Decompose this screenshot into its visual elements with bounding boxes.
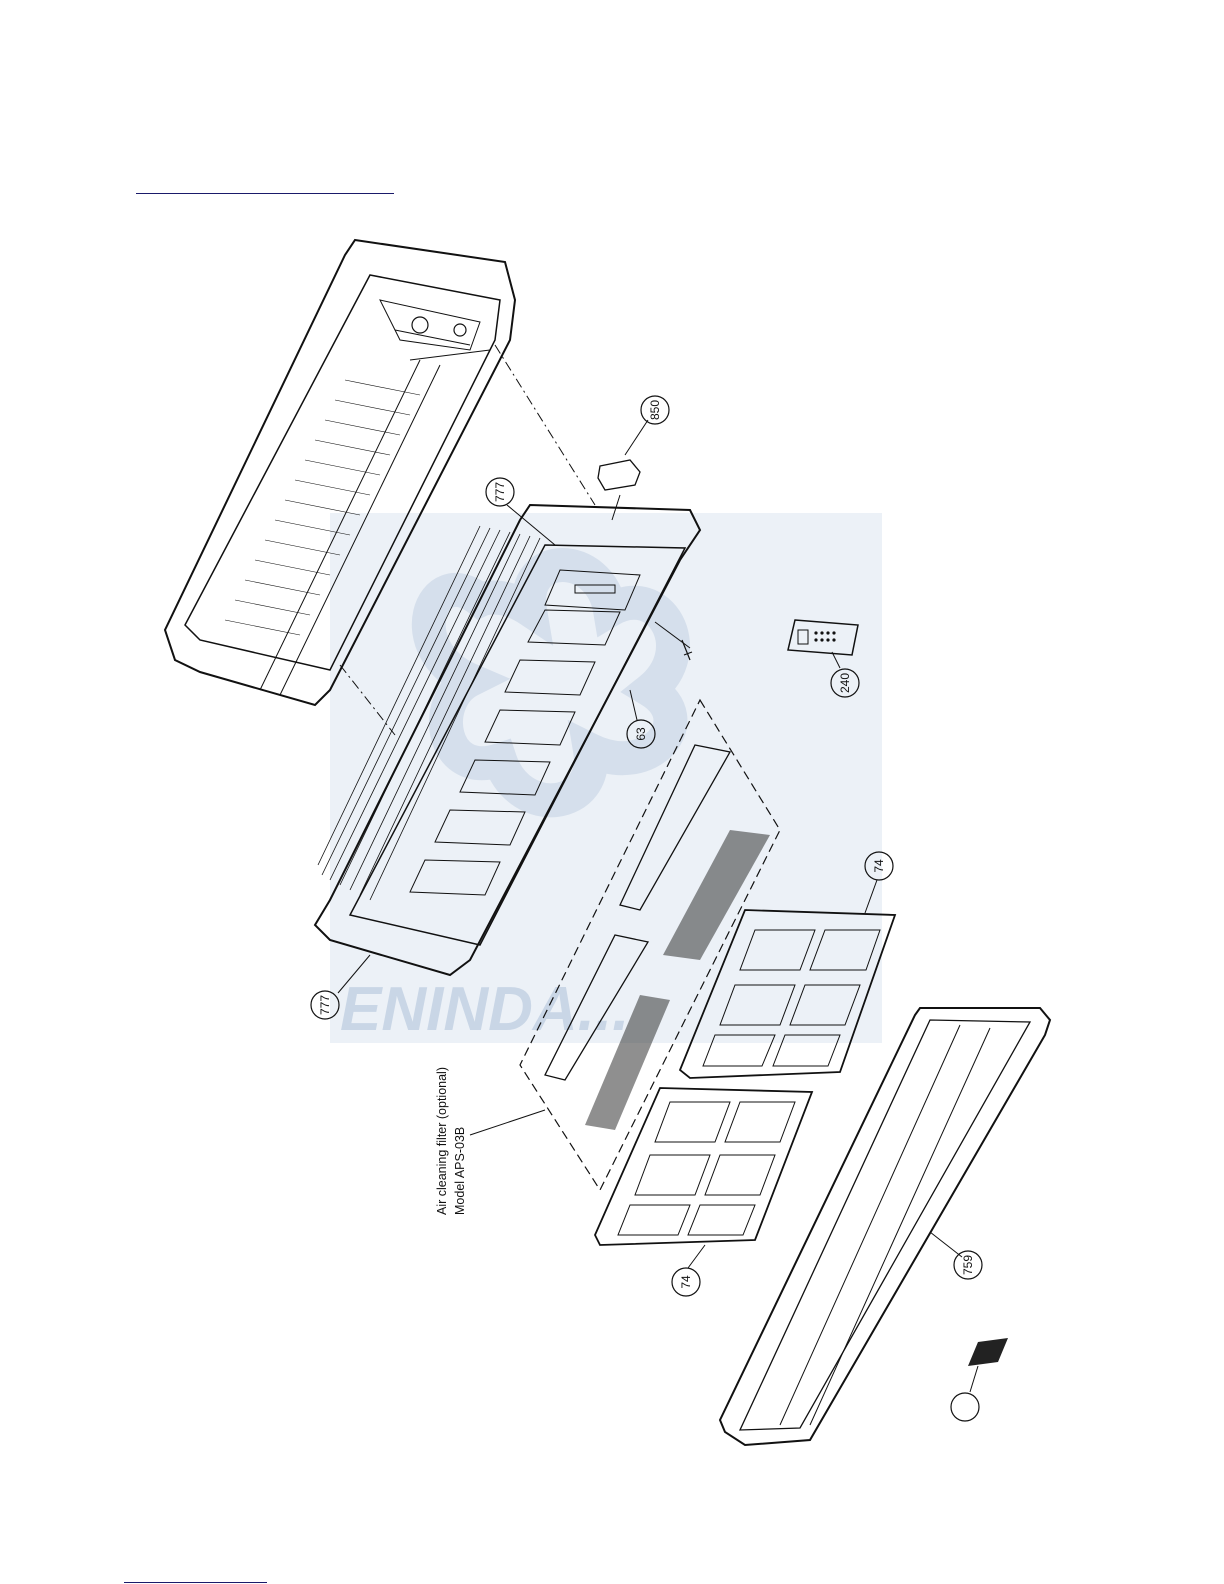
note-line-2: Model APS-03B bbox=[453, 1127, 467, 1215]
watermark-text: ENINDA... bbox=[340, 975, 629, 1044]
footer-rule bbox=[124, 1582, 267, 1583]
callout-63-label: 63 bbox=[634, 727, 648, 741]
callout-777-bottom-label: 777 bbox=[318, 995, 332, 1015]
note-line-1: Air cleaning filter (optional) bbox=[435, 1067, 449, 1215]
callout-777-top-label: 777 bbox=[493, 482, 507, 502]
callout-850: 850 bbox=[641, 396, 669, 424]
part-label-sheet bbox=[968, 1338, 1008, 1392]
callout-759-label: 759 bbox=[961, 1255, 975, 1275]
part-74-filter-lower bbox=[595, 1088, 812, 1245]
callout-74-lower: 74 bbox=[672, 1268, 700, 1296]
callout-850-label: 850 bbox=[648, 400, 662, 420]
callout-74-lower-label: 74 bbox=[679, 1275, 693, 1289]
part-850-bracket bbox=[598, 420, 648, 490]
part-759-front-panel bbox=[720, 1008, 1050, 1445]
callout-74-upper-label: 74 bbox=[872, 859, 886, 873]
callout-777-top: 777 bbox=[486, 478, 514, 506]
air-filter-note: Air cleaning filter (optional) Model APS… bbox=[435, 1067, 467, 1215]
callout-240-label: 240 bbox=[838, 673, 852, 693]
callout-759: 759 bbox=[954, 1251, 982, 1279]
callout-blank bbox=[951, 1393, 979, 1421]
